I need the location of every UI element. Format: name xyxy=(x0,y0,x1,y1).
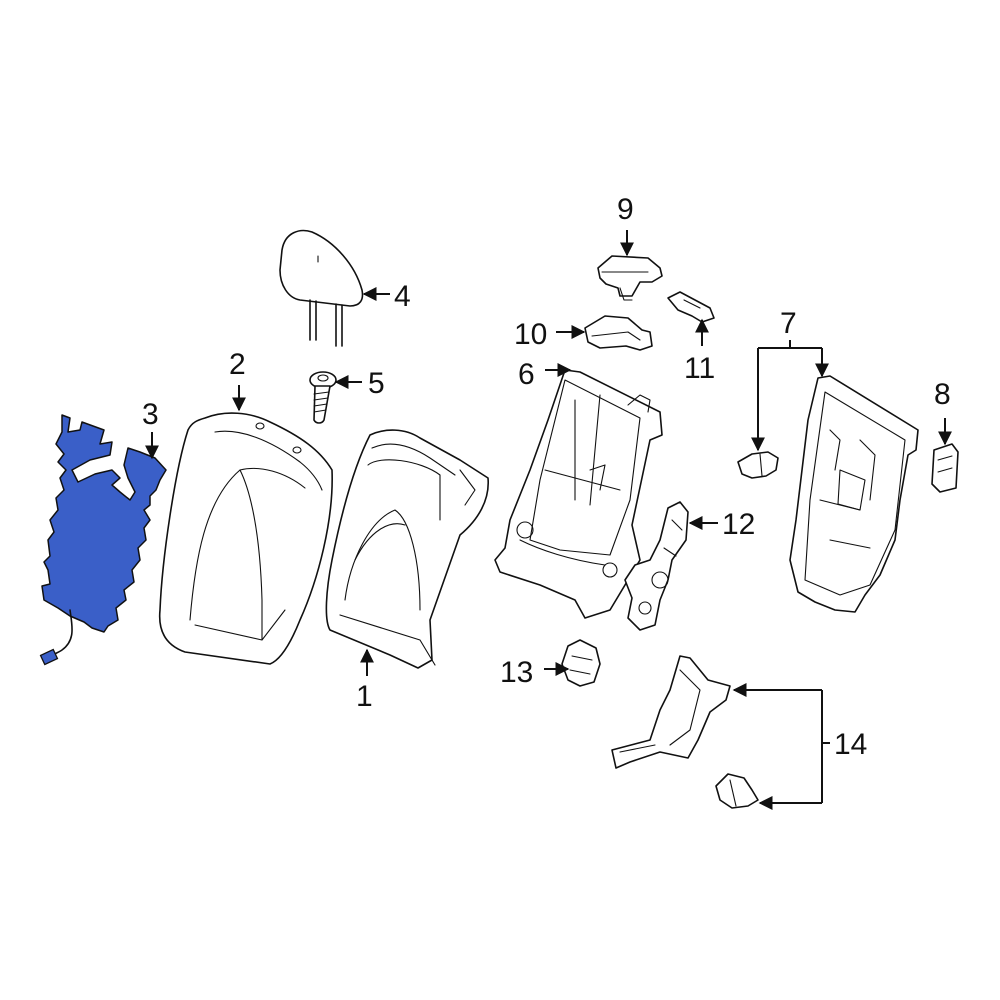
part-6-seatback-frame[interactable] xyxy=(494,369,663,619)
callout-11: 11 xyxy=(684,352,715,385)
part-2-seatback-cover[interactable] xyxy=(158,412,333,665)
callout-1: 1 xyxy=(356,680,373,713)
callout-labels: 1 2 3 4 5 6 7 8 9 10 11 12 13 14 xyxy=(142,193,951,761)
part-10-bracket[interactable] xyxy=(584,315,653,351)
callout-13: 13 xyxy=(500,656,533,689)
callout-4: 4 xyxy=(394,280,411,313)
callout-9: 9 xyxy=(617,193,634,226)
part-8-cover[interactable] xyxy=(931,443,959,493)
part-9-cover-cap[interactable] xyxy=(597,255,663,301)
part-5-bolt[interactable] xyxy=(309,371,337,424)
part-3-seat-heater[interactable] xyxy=(39,414,167,666)
callout-10: 10 xyxy=(514,318,547,351)
callout-5: 5 xyxy=(368,367,385,400)
part-4-headrest[interactable] xyxy=(279,229,364,347)
callout-7: 7 xyxy=(780,307,797,340)
part-12-recliner[interactable] xyxy=(624,501,689,631)
part-1-seatback-pad[interactable] xyxy=(325,429,489,669)
part-7-clip[interactable] xyxy=(737,451,779,479)
callout-12: 12 xyxy=(722,508,755,541)
callout-14: 14 xyxy=(834,728,867,761)
leader-lines xyxy=(145,230,952,810)
part-14-hinge-bracket[interactable] xyxy=(611,655,731,769)
part-14-clip[interactable] xyxy=(715,773,759,809)
callout-8: 8 xyxy=(934,378,951,411)
part-13-latch[interactable] xyxy=(561,639,601,687)
callout-2: 2 xyxy=(229,348,246,381)
part-7-back-board[interactable] xyxy=(789,375,919,613)
part-11-cover[interactable] xyxy=(667,291,715,323)
callout-3: 3 xyxy=(142,398,159,431)
callout-6: 6 xyxy=(518,358,535,391)
